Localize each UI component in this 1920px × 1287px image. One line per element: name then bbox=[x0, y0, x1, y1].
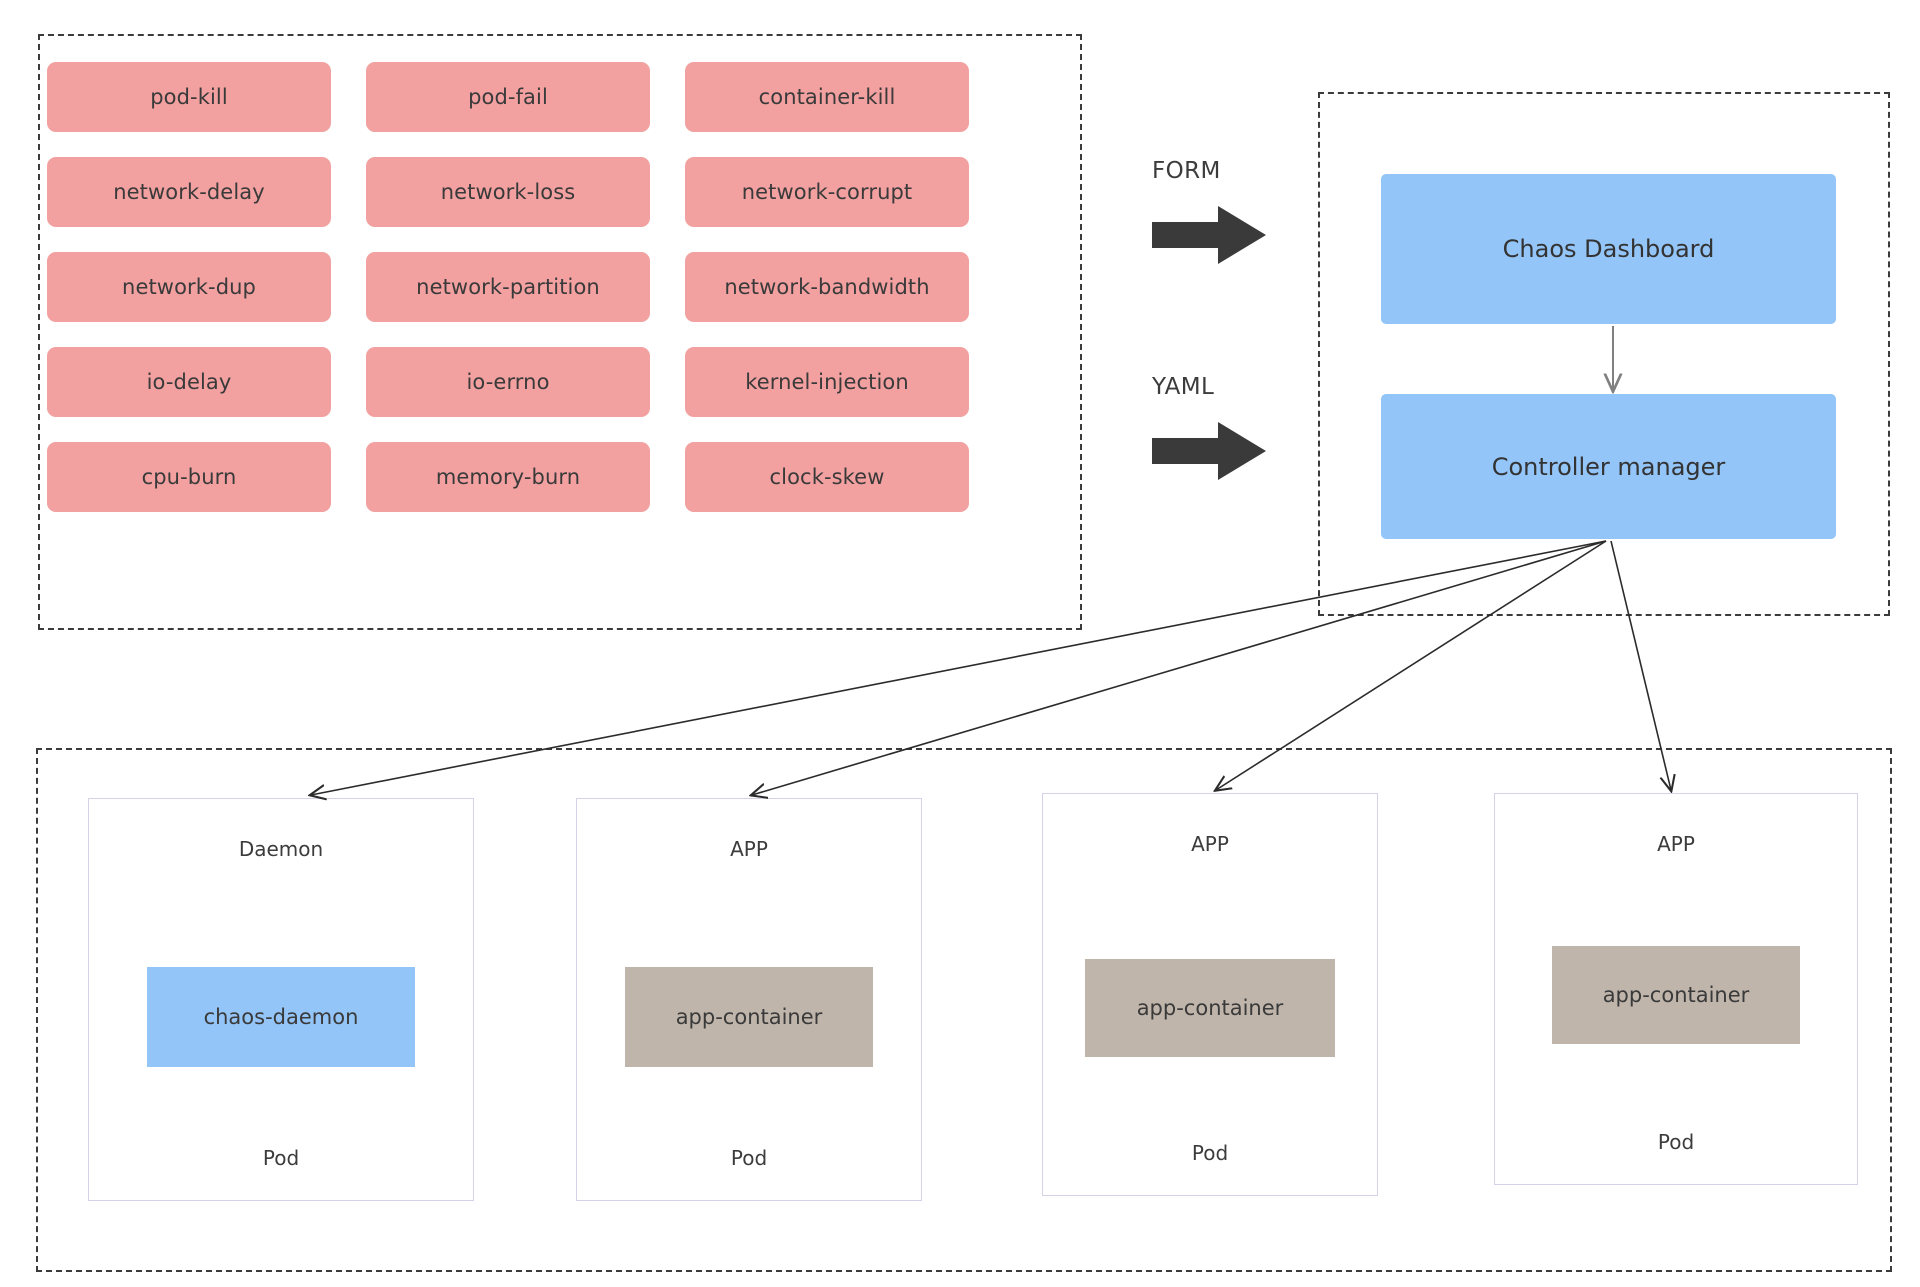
right-block-arrow-icon bbox=[1152, 206, 1266, 264]
controller-manager-box[interactable]: Controller manager bbox=[1381, 394, 1836, 539]
pod-title: APP bbox=[1657, 832, 1695, 856]
app-container-label: app-container bbox=[1602, 983, 1750, 1007]
right-block-arrow-icon bbox=[1152, 422, 1266, 480]
experiment-box[interactable]: network-dup bbox=[47, 252, 331, 322]
experiment-box[interactable]: io-delay bbox=[47, 347, 331, 417]
chaos-experiment-grid: pod-kill pod-fail container-kill network… bbox=[47, 62, 999, 512]
chaos-daemon-label: chaos-daemon bbox=[203, 1005, 359, 1029]
experiment-box[interactable]: network-loss bbox=[366, 157, 650, 227]
pod-box-daemon[interactable]: Daemon chaos-daemon Pod bbox=[88, 798, 474, 1201]
experiment-box[interactable]: container-kill bbox=[685, 62, 969, 132]
experiment-box[interactable]: clock-skew bbox=[685, 442, 969, 512]
app-container-label: app-container bbox=[1136, 996, 1284, 1020]
pod-footer: Pod bbox=[1657, 1130, 1695, 1154]
experiment-box[interactable]: network-bandwidth bbox=[685, 252, 969, 322]
pod-footer: Pod bbox=[730, 1146, 768, 1170]
experiment-box[interactable]: network-corrupt bbox=[685, 157, 969, 227]
app-container-box[interactable]: app-container bbox=[1085, 959, 1335, 1057]
experiment-box[interactable]: pod-fail bbox=[366, 62, 650, 132]
pod-footer: Pod bbox=[262, 1146, 300, 1170]
experiment-box[interactable]: io-errno bbox=[366, 347, 650, 417]
pod-box-app-1[interactable]: APP app-container Pod bbox=[576, 798, 922, 1201]
app-container-box[interactable]: app-container bbox=[1552, 946, 1800, 1044]
experiment-box[interactable]: network-partition bbox=[366, 252, 650, 322]
transport-yaml: YAML bbox=[1152, 374, 1292, 482]
experiment-box[interactable]: pod-kill bbox=[47, 62, 331, 132]
pod-box-app-2[interactable]: APP app-container Pod bbox=[1042, 793, 1378, 1196]
transport-form-label: FORM bbox=[1152, 158, 1221, 184]
pod-title: APP bbox=[730, 837, 768, 861]
pod-box-app-3[interactable]: APP app-container Pod bbox=[1494, 793, 1858, 1185]
pod-title: APP bbox=[1191, 832, 1229, 856]
chaos-dashboard-label: Chaos Dashboard bbox=[1502, 235, 1715, 263]
chaos-dashboard-box[interactable]: Chaos Dashboard bbox=[1381, 174, 1836, 324]
transport-yaml-label: YAML bbox=[1152, 374, 1215, 400]
transport-form: FORM bbox=[1152, 158, 1292, 266]
app-container-label: app-container bbox=[675, 1005, 823, 1029]
experiment-box[interactable]: kernel-injection bbox=[685, 347, 969, 417]
pod-footer: Pod bbox=[1191, 1141, 1229, 1165]
chaos-daemon-container[interactable]: chaos-daemon bbox=[147, 967, 415, 1067]
controller-manager-label: Controller manager bbox=[1491, 452, 1726, 481]
experiment-box[interactable]: cpu-burn bbox=[47, 442, 331, 512]
experiment-box[interactable]: network-delay bbox=[47, 157, 331, 227]
app-container-box[interactable]: app-container bbox=[625, 967, 873, 1067]
pod-title: Daemon bbox=[238, 837, 324, 861]
experiment-box[interactable]: memory-burn bbox=[366, 442, 650, 512]
